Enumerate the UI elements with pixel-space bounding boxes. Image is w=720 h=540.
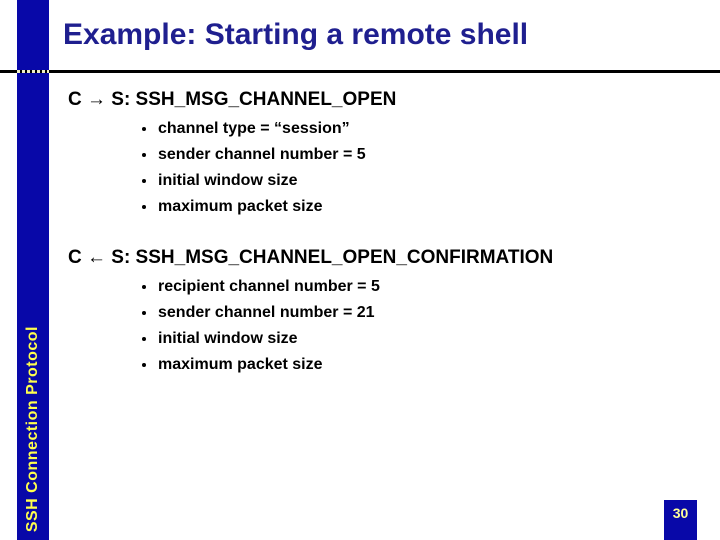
- page-number-box: 30: [664, 500, 697, 540]
- message-heading: C ← S: SSH_MSG_CHANNEL_OPEN_CONFIRMATION: [68, 247, 554, 268]
- message-block-open-confirmation: C ← S: SSH_MSG_CHANNEL_OPEN_CONFIRMATION…: [68, 247, 553, 382]
- page-number: 30: [672, 505, 689, 521]
- bullet-item: initial window size: [141, 172, 396, 189]
- divider-dashed-accent: [17, 70, 49, 73]
- bullet-item: sender channel number = 21: [141, 304, 553, 321]
- bullet-item: recipient channel number = 5: [141, 278, 553, 295]
- sidebar-bar: SSH Connection Protocol: [17, 0, 49, 540]
- slide-title: Example: Starting a remote shell: [63, 18, 529, 51]
- bullet-list: recipient channel number = 5 sender chann…: [68, 278, 553, 373]
- bullet-item: initial window size: [141, 330, 553, 347]
- bullet-item: maximum packet size: [141, 356, 553, 373]
- title-divider-line: [0, 70, 720, 73]
- message-heading: C → S: SSH_MSG_CHANNEL_OPEN: [68, 89, 397, 110]
- message-block-channel-open: C → S: SSH_MSG_CHANNEL_OPEN channel type…: [68, 89, 396, 224]
- bullet-item: maximum packet size: [141, 198, 396, 215]
- bullet-item: sender channel number = 5: [141, 146, 396, 163]
- sidebar-section-label: SSH Connection Protocol: [24, 326, 41, 533]
- bullet-list: channel type = “session” sender channel n…: [68, 120, 396, 215]
- bullet-item: channel type = “session”: [141, 120, 396, 137]
